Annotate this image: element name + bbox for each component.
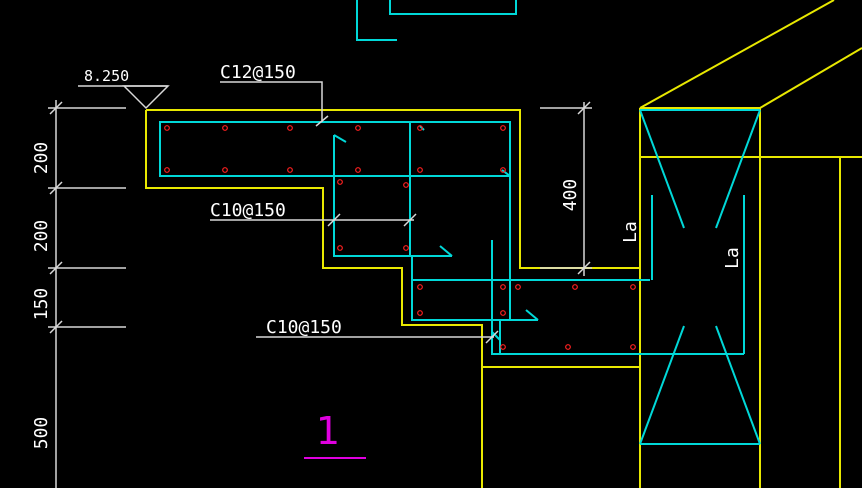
section-number: 1	[316, 409, 340, 453]
rebar-dots	[164, 125, 636, 350]
rebar-label-c10-lower: C10@150	[266, 317, 342, 338]
rebar-label-c10-upper: C10@150	[210, 200, 286, 221]
rebar-lines	[159, 0, 761, 445]
dimension-500: 500	[31, 417, 52, 450]
elevation-label: 8.250	[84, 67, 129, 85]
dimension-200-mid: 200	[31, 220, 52, 253]
section-mark: 1	[304, 409, 366, 459]
rebar-label-c12: C12@150	[220, 62, 296, 83]
height-dimension-400: 400	[560, 179, 581, 212]
dimension-150: 150	[31, 288, 52, 321]
anchorage-label-right: La	[722, 247, 743, 269]
dimension-200-top: 200	[31, 142, 52, 175]
dimension-lines	[48, 81, 592, 488]
anchorage-label-left: La	[620, 221, 641, 243]
